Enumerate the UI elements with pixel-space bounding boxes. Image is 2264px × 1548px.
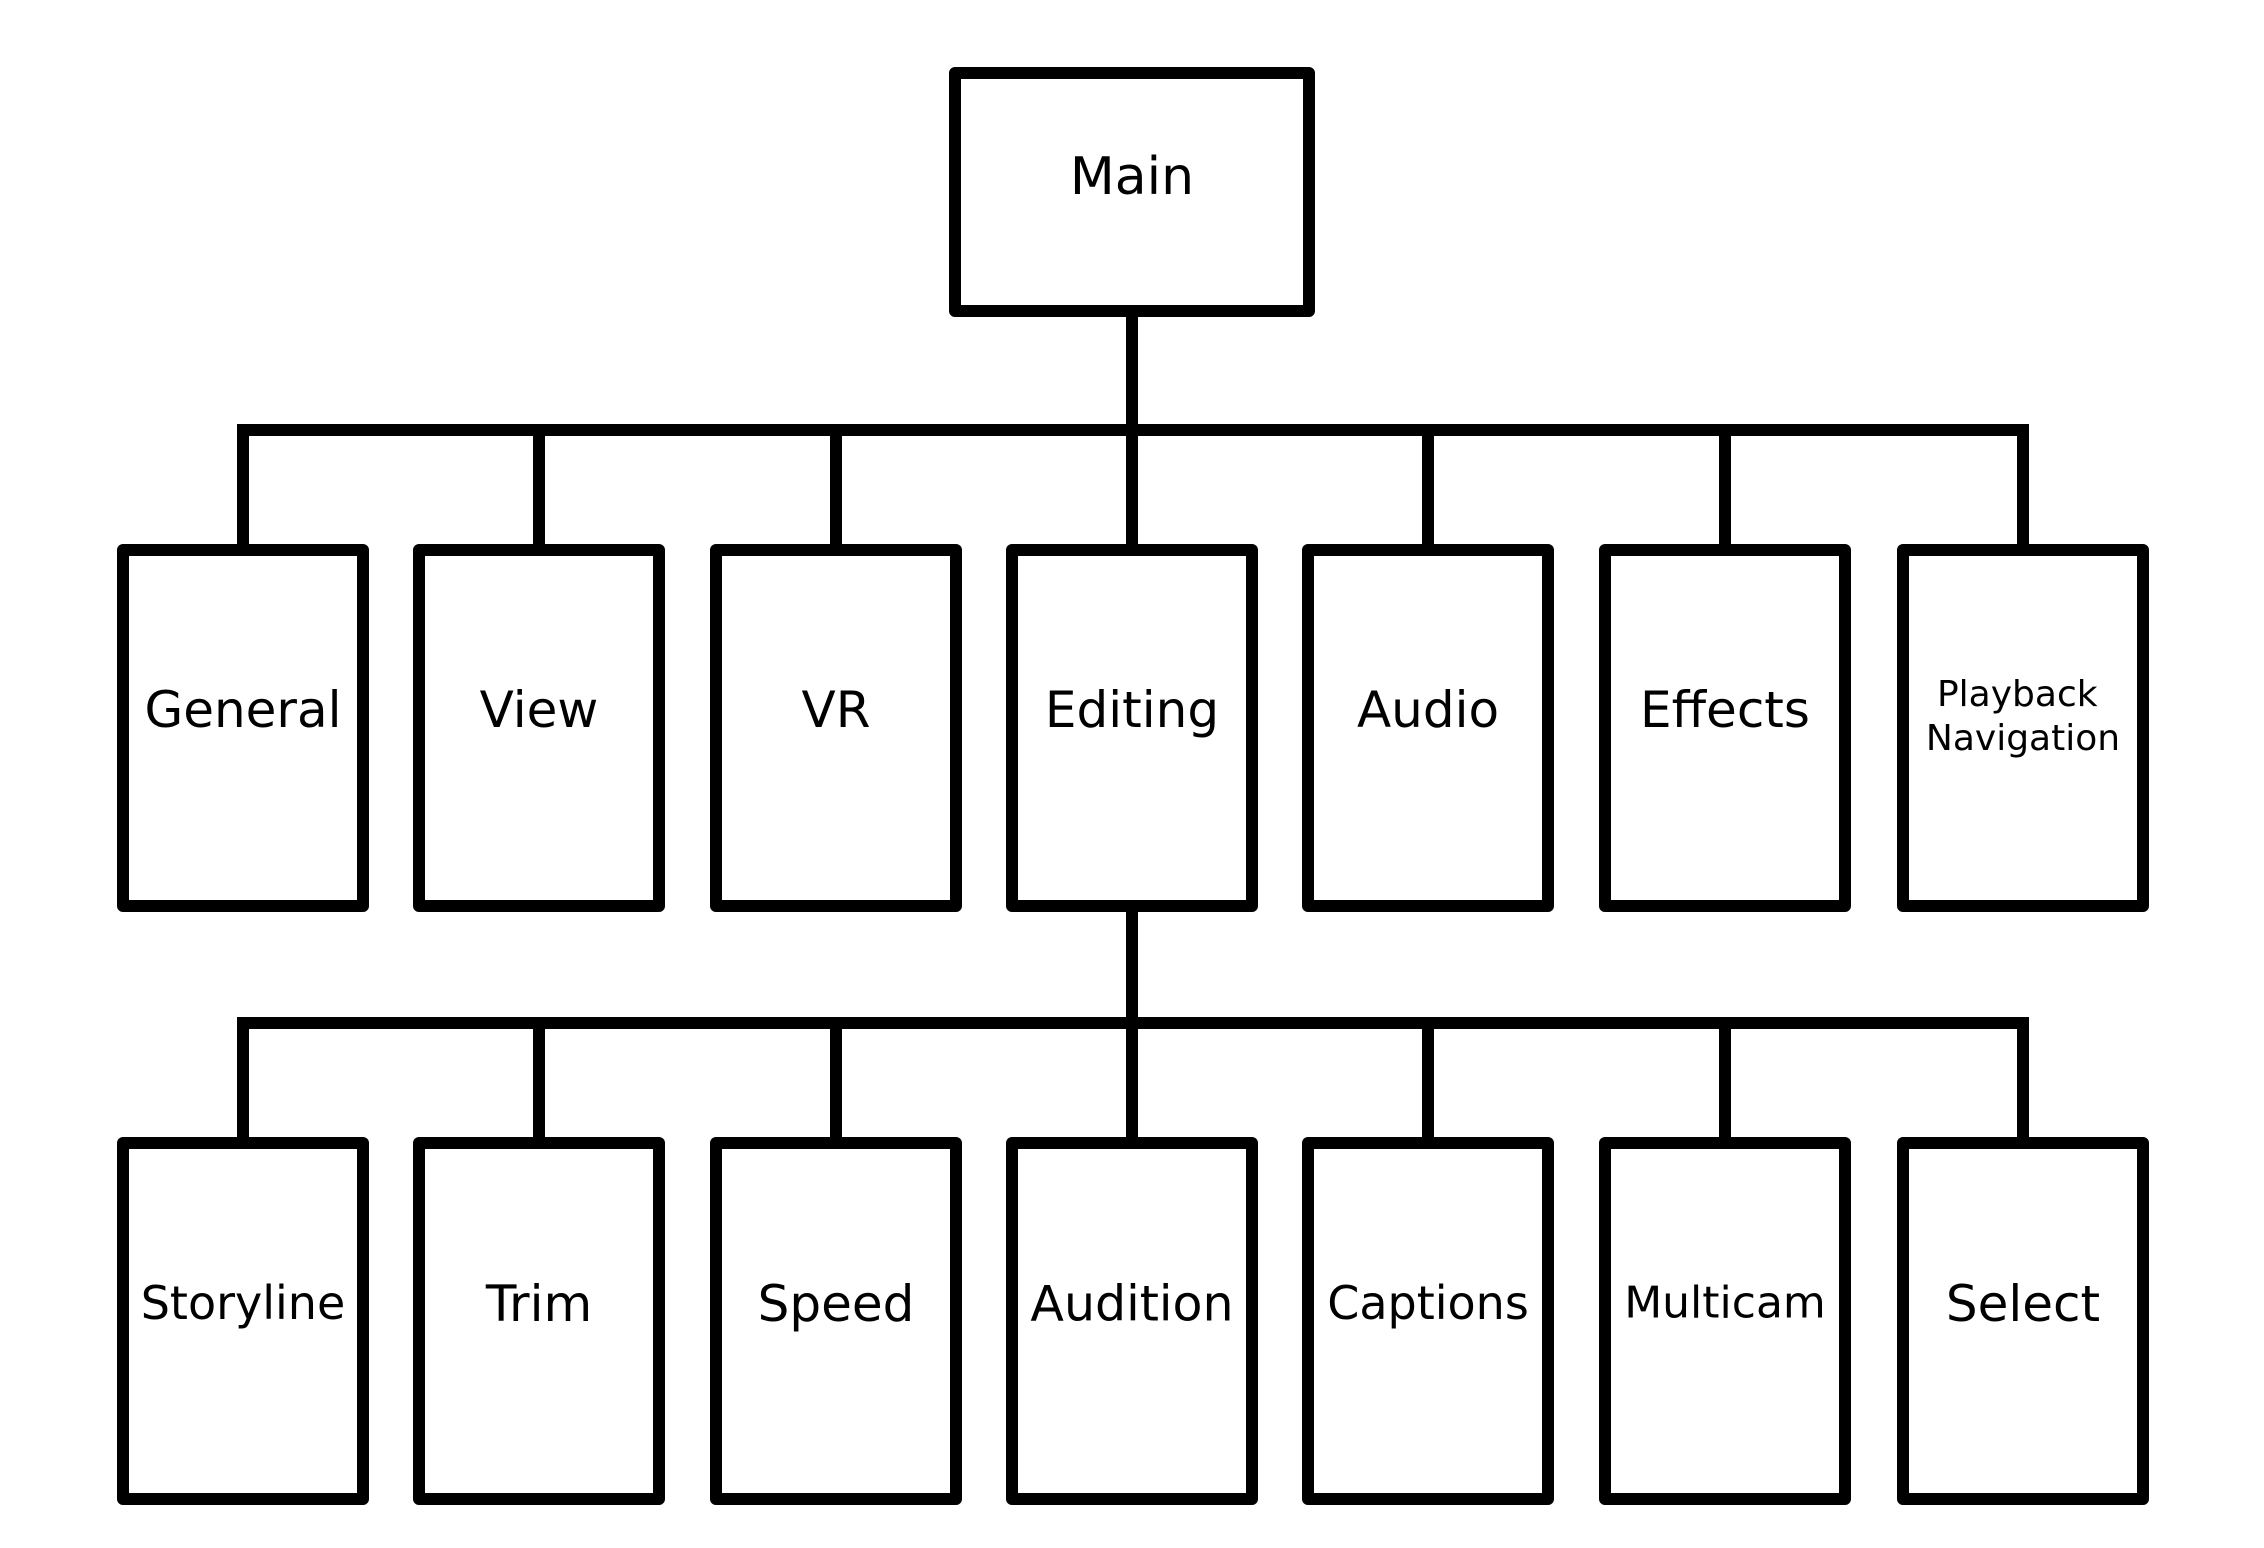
playback-navigation-line-2: Navigation xyxy=(1926,718,2120,759)
node-select-label: Select xyxy=(1946,1275,2100,1333)
node-trim: Trim xyxy=(413,1137,665,1505)
node-view: View xyxy=(413,544,665,912)
node-vr: VR xyxy=(710,544,962,912)
node-main-box xyxy=(949,67,1315,317)
node-captions-label: Captions xyxy=(1327,1276,1529,1330)
node-general: General xyxy=(117,544,369,912)
node-storyline: Storyline xyxy=(117,1137,369,1505)
node-playback-navigation-label: Playback Navigation xyxy=(1926,674,2120,759)
node-select: Select xyxy=(1897,1137,2149,1505)
node-general-label: General xyxy=(144,681,341,739)
node-playback-navigation: Playback Navigation xyxy=(1897,544,2149,912)
node-playback-navigation-box xyxy=(1897,544,2149,912)
node-main-label: Main xyxy=(1070,147,1194,207)
playback-navigation-line-1: Playback xyxy=(1937,674,2098,715)
node-effects: Effects xyxy=(1599,544,1851,912)
level2-nodes: Storyline Trim Speed Audition Captions M… xyxy=(117,1137,2149,1505)
node-editing-box xyxy=(1006,544,1258,912)
connectors-editing xyxy=(237,902,2029,1146)
node-audio: Audio xyxy=(1302,544,1554,912)
connectors-root xyxy=(237,309,2029,554)
node-captions: Captions xyxy=(1302,1137,1554,1505)
node-captions-box xyxy=(1302,1137,1554,1505)
node-select-box xyxy=(1897,1137,2149,1505)
node-trim-label: Trim xyxy=(485,1275,592,1333)
node-audition-box xyxy=(1006,1137,1258,1505)
node-speed: Speed xyxy=(710,1137,962,1505)
node-storyline-box xyxy=(117,1137,369,1505)
node-audio-box xyxy=(1302,544,1554,912)
node-storyline-label: Storyline xyxy=(141,1276,346,1330)
node-audio-label: Audio xyxy=(1357,681,1499,739)
node-effects-label: Effects xyxy=(1640,681,1810,739)
node-multicam-label: Multicam xyxy=(1624,1278,1826,1329)
node-view-label: View xyxy=(480,681,599,739)
node-audition-label: Audition xyxy=(1030,1276,1233,1333)
node-main: Main xyxy=(949,67,1315,317)
node-vr-label: VR xyxy=(802,681,871,739)
node-multicam-box xyxy=(1599,1137,1851,1505)
node-speed-label: Speed xyxy=(758,1275,915,1333)
node-trim-box xyxy=(413,1137,665,1505)
node-speed-box xyxy=(710,1137,962,1505)
node-effects-box xyxy=(1599,544,1851,912)
node-editing-label: Editing xyxy=(1045,681,1219,739)
node-view-box xyxy=(413,544,665,912)
node-vr-box xyxy=(710,544,962,912)
node-general-box xyxy=(117,544,369,912)
node-editing: Editing xyxy=(1006,544,1258,912)
node-audition: Audition xyxy=(1006,1137,1258,1505)
level1-nodes: General View VR Editing Audio Effects Pl… xyxy=(117,544,2149,912)
node-multicam: Multicam xyxy=(1599,1137,1851,1505)
